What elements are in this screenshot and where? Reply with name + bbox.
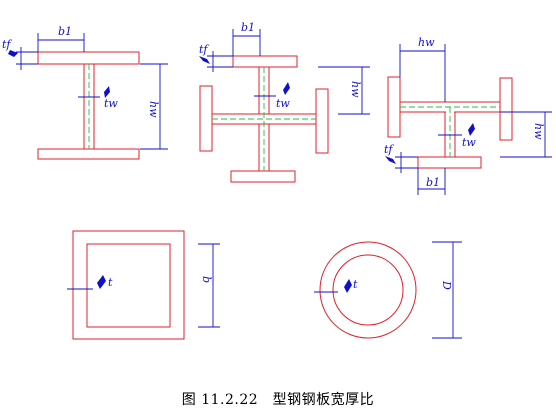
t-section-tf-label: tf: [384, 143, 394, 156]
i-section-tw-marker: [104, 86, 110, 98]
cross-section-b1-label: b1: [241, 21, 255, 34]
i-section-bottom-flange: [37, 148, 140, 160]
t-section-left-flange: [387, 76, 401, 138]
i-section-hw-label: hw: [147, 101, 160, 118]
i-section-top-flange: [37, 51, 140, 65]
cross-section-tw-label: tw: [276, 97, 290, 110]
cross-section-tf-marker: [199, 56, 210, 64]
circular-section-t-marker: [344, 279, 352, 293]
t-section: hw hw tw tf b1: [384, 36, 552, 195]
t-section-b1-label: b1: [426, 176, 440, 189]
cross-section-hw-label: hw: [349, 81, 362, 98]
t-section-tw-label: tw: [462, 136, 476, 149]
i-section-b1-label: b1: [58, 25, 72, 38]
box-section-b-label: b: [200, 276, 213, 283]
figure-caption: 图 11.2.22 型钢钢板宽厚比: [181, 392, 375, 408]
t-section-right-flange: [499, 77, 513, 141]
i-section-tf-label: tf: [2, 38, 12, 51]
circular-section-t-label: t: [353, 278, 358, 291]
cross-section: b1 tf tw hw: [199, 21, 370, 183]
box-section: t b: [67, 230, 220, 340]
circular-section-inner: [332, 254, 404, 326]
cross-section-tw-marker: [283, 82, 290, 95]
cross-section-top-flange: [232, 55, 298, 68]
i-section: b1 tf tw hw: [2, 25, 168, 160]
t-section-bottom-flange: [417, 156, 482, 169]
i-section-tf-marker: [8, 50, 18, 57]
t-section-top-label: hw: [418, 36, 435, 49]
box-section-t-label: t: [108, 276, 113, 289]
cross-section-bottom-flange: [230, 170, 296, 183]
cross-section-tf-label: tf: [199, 43, 209, 56]
circular-section-d-label: D: [440, 280, 453, 290]
box-section-t-marker: [97, 275, 106, 289]
t-section-tf-marker: [385, 156, 396, 164]
t-section-hw-label: hw: [532, 123, 545, 140]
cross-section-left-flange: [199, 85, 213, 152]
t-section-tw-marker: [468, 123, 475, 136]
i-section-tw-label: tw: [104, 97, 118, 110]
cross-section-right-flange: [315, 88, 329, 154]
circular-section: t D: [314, 241, 462, 339]
